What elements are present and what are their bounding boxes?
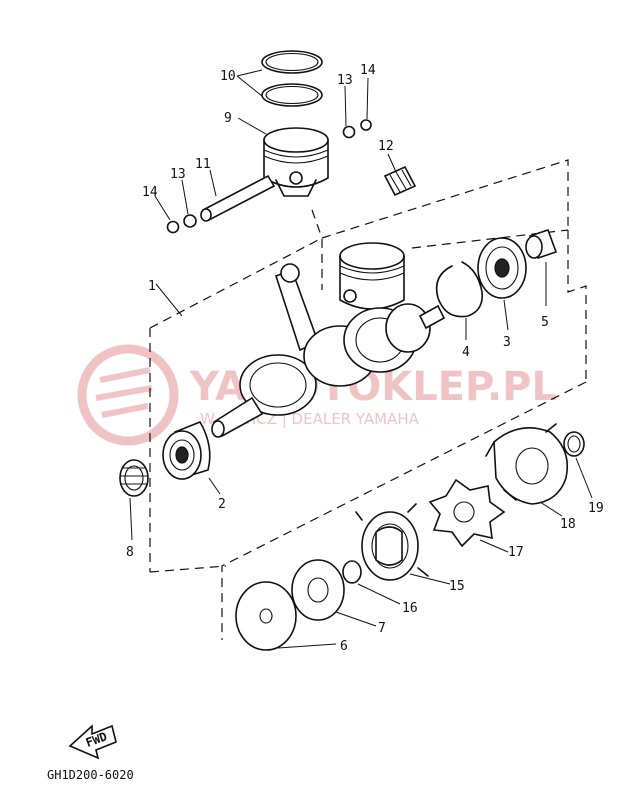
oil-seal [119,459,149,497]
callout-4: 4 [462,345,470,360]
diagram-code: GH1D200-6020 [47,768,134,782]
o-ring [563,431,585,457]
callout-3: 3 [503,335,511,350]
fwd-label: FWD [84,729,109,750]
callout-14-right: 14 [360,63,376,78]
circlip [435,261,484,318]
callout-18: 18 [560,517,576,532]
callout-15: 15 [449,579,465,594]
drive-coupling [355,503,429,581]
callout-5: 5 [541,315,549,330]
callout-7: 7 [378,621,386,636]
callout-9: 9 [224,111,232,126]
callout-13-left: 13 [170,167,186,182]
plate [235,581,297,651]
damper [428,478,506,548]
piston [263,127,329,197]
callout-1: 1 [148,279,156,294]
pin-clips-right [342,119,372,139]
main-bearing [162,421,211,480]
callout-2: 2 [218,497,226,512]
washer [291,559,345,621]
needle-bearing [383,165,417,197]
callout-16: 16 [402,601,418,616]
piston-rings [261,50,323,107]
callout-6: 6 [340,639,348,654]
leader-lines [129,69,593,649]
callout-numbers: 10 9 13 14 11 13 14 12 1 2 8 3 4 5 19 18… [126,63,604,654]
piston-pin [200,174,276,222]
callout-17: 17 [508,545,524,560]
callout-10: 10 [220,69,236,84]
bearing-right [477,237,527,299]
o-ring-16 [342,560,362,584]
callout-14-left: 14 [142,185,158,200]
callout-11: 11 [195,157,211,172]
assembly-boundaries [149,159,587,640]
fwd-arrow-icon: FWD [68,724,117,760]
callout-13-right: 13 [337,73,353,88]
callout-12: 12 [378,139,394,154]
crankshaft-assembly [211,242,446,438]
callout-8: 8 [126,545,134,560]
callout-19: 19 [588,501,604,516]
pin-clips-left [166,214,197,234]
collar [525,228,558,260]
coupling [485,423,569,505]
